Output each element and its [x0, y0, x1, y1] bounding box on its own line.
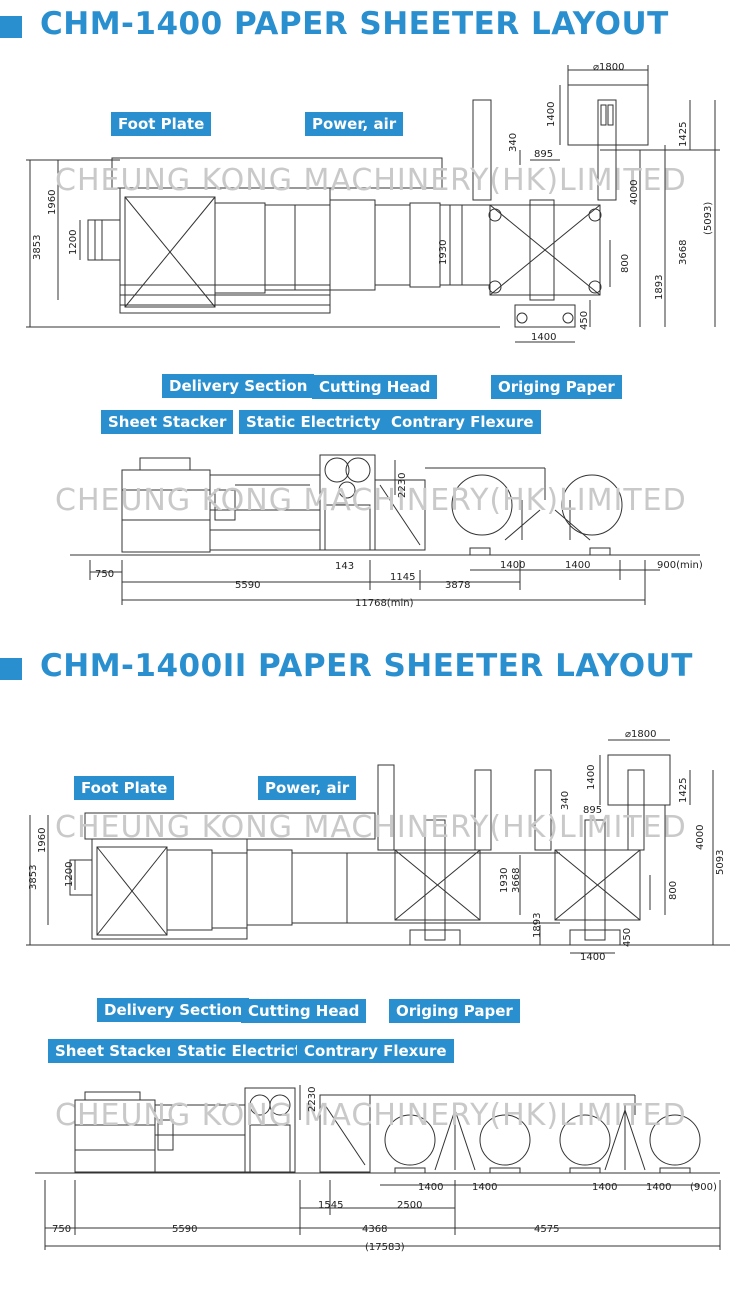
label-foot-plate: Foot Plate — [111, 112, 212, 136]
dim-1200: 1200 — [64, 862, 75, 887]
s2-watermark-2: CHEUNG KONG MACHINERY(HK)LIMITED — [55, 1098, 687, 1133]
dim-800: 800 — [620, 254, 631, 273]
dim-1400v: 1400 — [586, 765, 597, 790]
dim-340: 340 — [508, 133, 519, 152]
label-delivery-section: Delivery Section — [162, 374, 315, 398]
dim-2230: 2230 — [397, 473, 408, 498]
label-contrary-flexure: Contrary Flexure — [297, 1039, 454, 1063]
label-power-air: Power, air — [258, 776, 357, 800]
dim-1893: 1893 — [654, 275, 665, 300]
dim-143: 143 — [335, 561, 354, 572]
dim-5093: (5093) — [703, 202, 714, 235]
label-origing-paper: Origing Paper — [491, 375, 622, 399]
dim-1425: 1425 — [678, 122, 689, 147]
section-1-title: CHM-1400 PAPER SHEETER LAYOUT — [0, 6, 750, 50]
dim-1400a: 1400 — [500, 560, 525, 571]
dim-1400a: 1400 — [418, 1182, 443, 1193]
s2-top-view-drawing: CHEUNG KONG MACHINERY(HK)LIMITED ⌀1800 1… — [26, 729, 730, 963]
dim-1400b: 1400 — [565, 560, 590, 571]
dim-1145: 1145 — [390, 572, 415, 583]
section-2-title-text: CHM-1400II PAPER SHEETER LAYOUT — [40, 648, 693, 684]
dim-1400c: 1400 — [592, 1182, 617, 1193]
dim-895: 895 — [534, 149, 553, 160]
label-static-electricty: Static Electricty — [239, 410, 388, 434]
dim-1400h: 1400 — [531, 332, 556, 343]
label-foot-plate: Foot Plate — [74, 776, 175, 800]
section-2-title: CHM-1400II PAPER SHEETER LAYOUT — [0, 648, 750, 692]
label-cutting-head: Cutting Head — [241, 999, 367, 1023]
dim-1960: 1960 — [47, 190, 58, 215]
dim-17583: (17583) — [365, 1242, 405, 1253]
s2-side-view-drawing: CHEUNG KONG MACHINERY(HK)LIMITED 2230 14… — [35, 1085, 721, 1253]
dim-3853: 3853 — [28, 865, 39, 890]
section-1-title-text: CHM-1400 PAPER SHEETER LAYOUT — [40, 6, 669, 42]
dim-1893: 1893 — [532, 913, 543, 938]
s1-top-view-drawing: CHEUNG KONG MACHINERY(HK)LIMITED ⌀1800 1… — [26, 62, 720, 343]
dim-2500: 2500 — [397, 1200, 422, 1211]
dim-4000: 4000 — [629, 180, 640, 205]
dim-750: 750 — [52, 1224, 71, 1235]
dim-4368: 4368 — [362, 1224, 387, 1235]
dim-800: 800 — [668, 881, 679, 900]
label-cutting-head: Cutting Head — [312, 375, 438, 399]
label-delivery-section: Delivery Section — [97, 998, 250, 1022]
dim-4000: 4000 — [695, 825, 706, 850]
dim-1960: 1960 — [37, 828, 48, 853]
dim-900: (900) — [690, 1182, 717, 1193]
dim-5590: 5590 — [172, 1224, 197, 1235]
title-square-icon — [0, 16, 22, 38]
dim-340: 340 — [560, 791, 571, 810]
dim-450: 450 — [622, 928, 633, 947]
label-origing-paper: Origing Paper — [389, 999, 520, 1023]
s1-watermark-1: CHEUNG KONG MACHINERY(HK)LIMITED — [55, 163, 687, 198]
label-static-electricty: Static Electricty — [170, 1039, 319, 1063]
dim-1545: 1545 — [318, 1200, 343, 1211]
dim-1800: ⌀1800 — [593, 62, 624, 73]
dim-1400h: 1400 — [580, 952, 605, 963]
dim-900: 900(min) — [657, 560, 703, 571]
dim-1400v: 1400 — [546, 102, 557, 127]
dim-1200: 1200 — [68, 230, 79, 255]
label-sheet-stacker: Sheet Stacker — [101, 410, 234, 434]
label-sheet-stacker: Sheet Stacker — [48, 1039, 181, 1063]
dim-1425: 1425 — [678, 778, 689, 803]
dim-5590: 5590 — [235, 580, 260, 591]
dim-450: 450 — [579, 311, 590, 330]
label-contrary-flexure: Contrary Flexure — [384, 410, 541, 434]
dim-3853: 3853 — [32, 235, 43, 260]
dim-11768: 11768(min) — [355, 598, 414, 609]
title-square-icon — [0, 658, 22, 680]
dim-1800: ⌀1800 — [625, 729, 656, 740]
dim-3878: 3878 — [445, 580, 470, 591]
dim-1400b: 1400 — [472, 1182, 497, 1193]
s2-watermark-1: CHEUNG KONG MACHINERY(HK)LIMITED — [55, 810, 687, 845]
label-power-air: Power, air — [305, 112, 404, 136]
dim-2230: 2230 — [307, 1087, 318, 1112]
dim-5093: 5093 — [715, 850, 726, 875]
dim-1400d: 1400 — [646, 1182, 671, 1193]
dim-895: 895 — [583, 805, 602, 816]
dim-1930: 1930 — [438, 240, 449, 265]
dim-3668: 3668 — [511, 868, 522, 893]
dim-1930: 1930 — [499, 868, 510, 893]
dim-3668: 3668 — [678, 240, 689, 265]
dim-750: 750 — [95, 569, 114, 580]
s1-side-view-drawing: CHEUNG KONG MACHINERY(HK)LIMITED 2230 75… — [55, 454, 703, 609]
dim-4575: 4575 — [534, 1224, 559, 1235]
s1-watermark-2: CHEUNG KONG MACHINERY(HK)LIMITED — [55, 483, 687, 518]
